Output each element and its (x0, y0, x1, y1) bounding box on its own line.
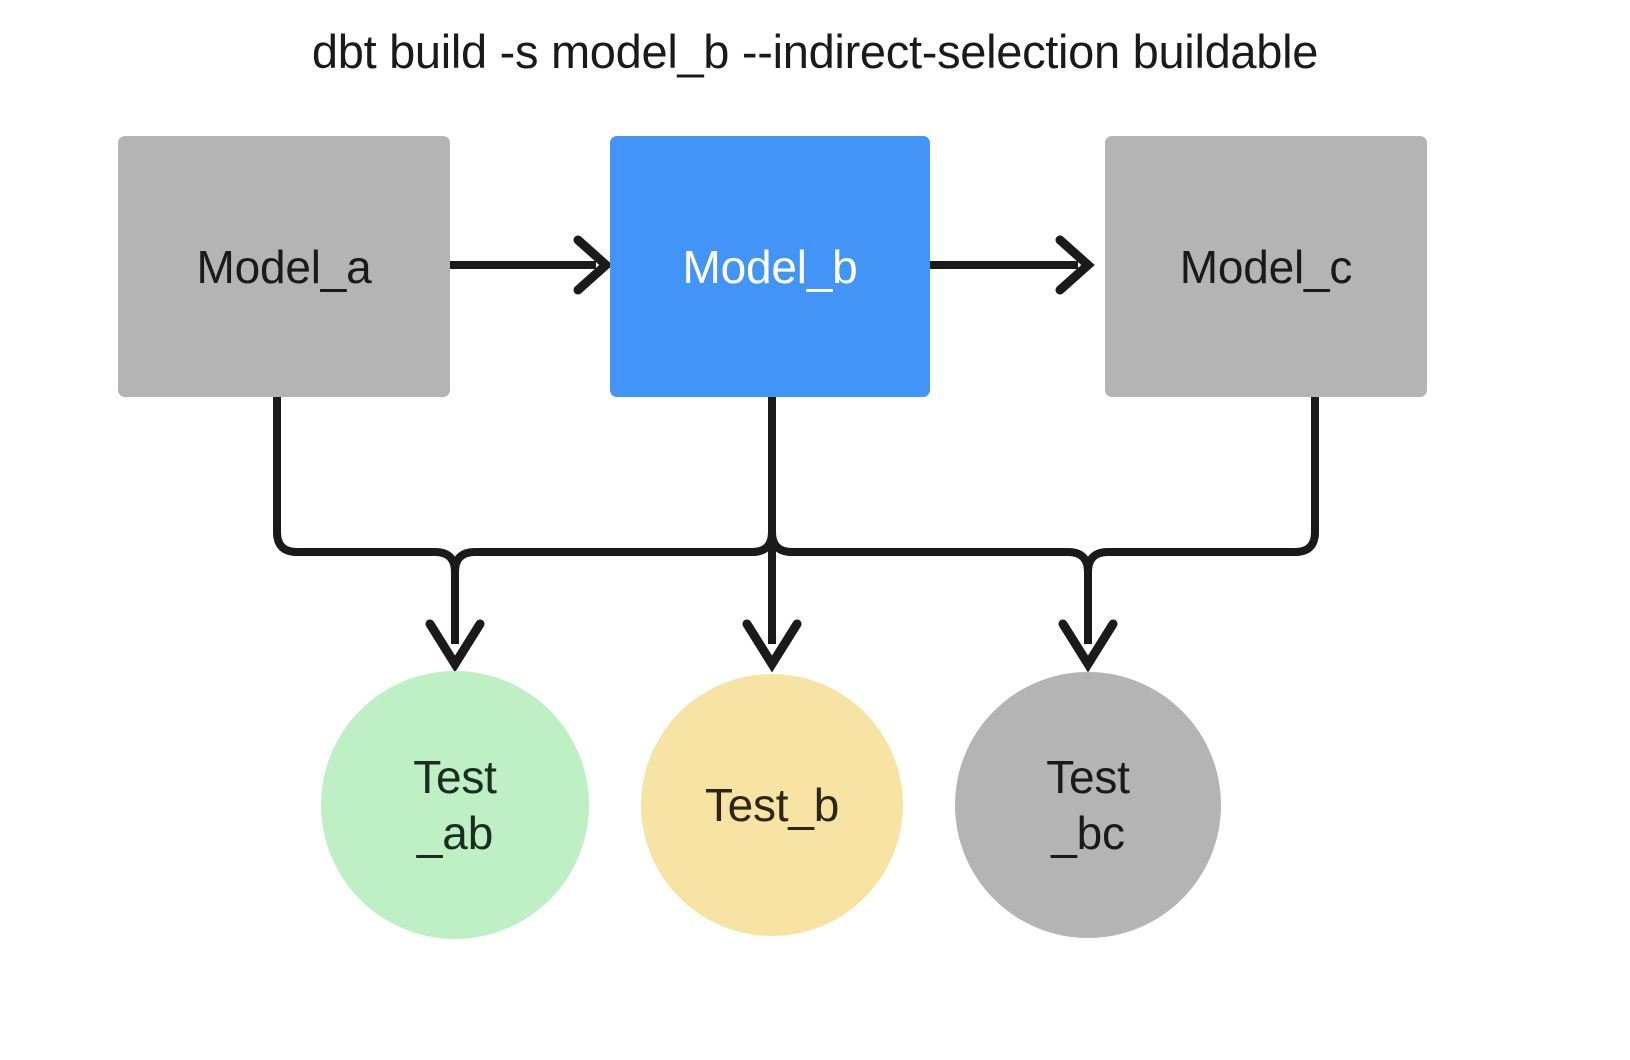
node-model-a-label: Model_a (196, 240, 372, 293)
node-test-ab-label-line2: _ab (416, 807, 494, 859)
edge-model-b-to-test-bc (768, 397, 1092, 600)
diagram-title: dbt build -s model_b --indirect-selectio… (311, 25, 1319, 78)
node-model-b-label: Model_b (682, 240, 858, 293)
node-test-ab[interactable]: Test _ab (321, 671, 589, 939)
node-test-bc-label-line1: Test (1046, 750, 1130, 803)
node-test-ab-label-line1: Test (413, 750, 497, 803)
edge-model-b-to-test-b (742, 397, 802, 673)
edge-model-c-to-test-bc (1058, 397, 1319, 673)
node-model-c-label: Model_c (1179, 240, 1353, 293)
edge-model-b-to-model-c (930, 235, 1095, 295)
node-test-b[interactable]: Test_b (641, 674, 903, 936)
node-model-c[interactable]: Model_c (1105, 136, 1427, 397)
node-test-bc-label-line2: _bc (1051, 807, 1125, 859)
node-model-b[interactable]: Model_b (610, 136, 930, 397)
node-test-b-label-line1: Test_b (704, 778, 840, 831)
edge-model-a-to-test-ab (273, 397, 485, 673)
node-test-bc[interactable]: Test _bc (955, 672, 1221, 938)
edge-model-a-to-model-b (450, 235, 613, 295)
edge-model-b-to-test-ab (451, 397, 776, 600)
node-model-a[interactable]: Model_a (118, 136, 450, 397)
